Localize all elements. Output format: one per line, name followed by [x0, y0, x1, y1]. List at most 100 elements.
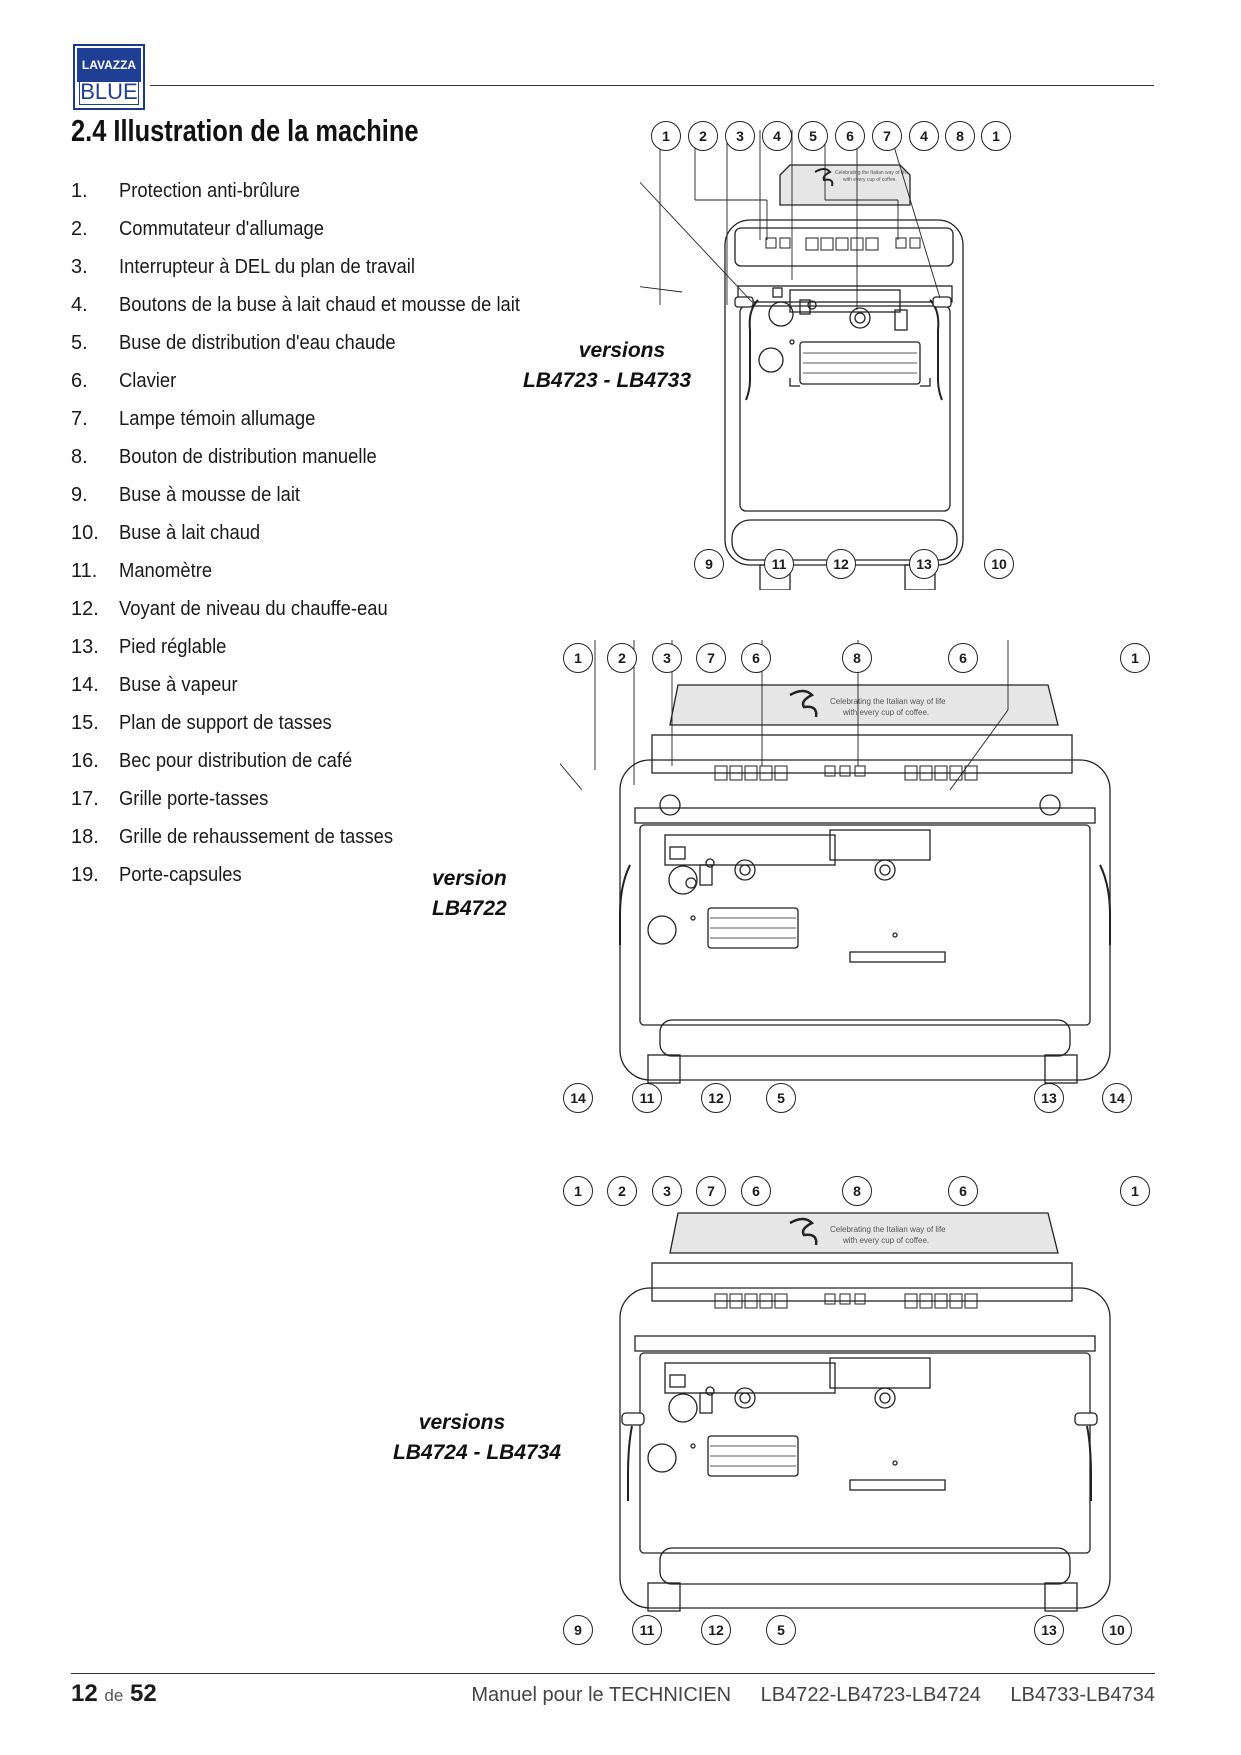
part-number: 3. [71, 255, 88, 278]
part-number: 10. [71, 521, 99, 544]
part-label: Voyant de niveau du chauffe-eau [119, 597, 388, 620]
page-current: 12 [71, 1680, 98, 1707]
version-1-line1: versions [578, 339, 666, 362]
callout-bottom: 10 [984, 549, 1014, 579]
callout-bottom: 5 [766, 1083, 796, 1113]
parts-list-item: 15.Plan de support de tasses [71, 704, 591, 742]
callout-top: 8 [945, 121, 975, 151]
part-number: 11. [71, 559, 98, 582]
callout-top: 1 [651, 121, 681, 151]
callout-top: 7 [696, 643, 726, 673]
page-separator: de [104, 1686, 124, 1705]
callout-top: 2 [607, 643, 637, 673]
callout-top: 7 [696, 1176, 726, 1206]
part-number: 6. [71, 369, 88, 392]
callout-bottom: 13 [909, 549, 939, 579]
lavazza-blue-logo: LAVAZZA BLUE [73, 44, 145, 110]
part-label: Protection anti-brûlure [119, 179, 301, 202]
part-label: Porte-capsules [119, 863, 242, 886]
callout-bottom: 11 [632, 1083, 662, 1113]
logo-brand-bottom: BLUE [79, 79, 139, 105]
version-3-line1: versions [418, 1411, 506, 1434]
page-number: 12 de 52 [71, 1680, 157, 1708]
section-title-text: Illustration de la machine [113, 113, 419, 148]
part-number: 14. [71, 673, 99, 696]
slogan-3a: Celebrating the Italian way of life [830, 1225, 946, 1234]
parts-list-item: 19. Porte-capsules [71, 856, 591, 894]
callout-bottom: 11 [764, 549, 794, 579]
parts-list-item: 7.Lampe témoin allumage [71, 400, 591, 438]
version-label-2: version LB4722 [420, 864, 520, 924]
parts-list-item: 13.Pied réglable [71, 628, 591, 666]
part-number: 1. [71, 179, 88, 202]
footer-rule [71, 1673, 1155, 1674]
part-label: Buse à mousse de lait [119, 483, 301, 506]
callout-top: 6 [948, 1176, 978, 1206]
slogan-3b: with every cup of coffee. [842, 1236, 929, 1245]
slogan-1b: with every cup of coffee. [843, 177, 897, 183]
parts-list-item: 14.Buse à vapeur [71, 666, 591, 704]
callout-bottom: 14 [1102, 1083, 1132, 1113]
callout-top: 5 [798, 121, 828, 151]
part-label: Interrupteur à DEL du plan de travail [119, 255, 415, 278]
parts-list-item: 11.Manomètre [71, 552, 591, 590]
callout-bottom: 14 [563, 1083, 593, 1113]
section-title: 2.4 Illustration de la machine [71, 113, 419, 149]
machine-diagram-lb4724: Celebrating the Italian way of life with… [619, 1212, 1111, 1612]
callout-top: 1 [563, 1176, 593, 1206]
callout-bottom: 12 [701, 1615, 731, 1645]
footer-manual-info: Manuel pour le TECHNICIEN LB4722-LB4723-… [471, 1684, 1155, 1707]
slogan-2b: with every cup of coffee. [842, 708, 929, 717]
callout-bottom: 11 [632, 1615, 662, 1645]
parts-list-item: 8. Bouton de distribution manuelle [71, 438, 591, 476]
callout-bottom: 12 [701, 1083, 731, 1113]
callout-top: 1 [981, 121, 1011, 151]
version-3-line2: LB4724 - LB4734 [392, 1441, 562, 1464]
part-number: 4. [71, 293, 88, 316]
part-label: Clavier [119, 369, 177, 392]
footer-models-1: LB4722-LB4723-LB4724 [760, 1684, 981, 1706]
brand-panel-3 [669, 1212, 1059, 1254]
parts-list-item: 17.Grille porte-tasses [71, 780, 591, 818]
part-number: 18. [71, 825, 99, 848]
slogan-1a: Celebrating the Italian way of life [835, 170, 907, 176]
callout-top: 7 [872, 121, 902, 151]
part-label: Commutateur d'allumage [119, 217, 324, 240]
callout-top: 1 [563, 643, 593, 673]
part-number: 8. [71, 445, 88, 468]
part-number: 16. [71, 749, 99, 772]
part-number: 19. [71, 863, 99, 886]
callout-top: 6 [741, 1176, 771, 1206]
callout-bottom: 10 [1102, 1615, 1132, 1645]
page-total: 52 [129, 1680, 157, 1707]
callout-top: 6 [835, 121, 865, 151]
callout-top: 4 [909, 121, 939, 151]
part-label: Buse à lait chaud [119, 521, 261, 544]
version-2-line1: version [432, 867, 507, 890]
version-1-line2: LB4723 - LB4733 [522, 369, 692, 392]
part-label: Grille de rehaussement de tasses [119, 825, 394, 848]
part-label: Pied réglable [119, 635, 227, 658]
part-label: Boutons de la buse à lait chaud et mouss… [119, 293, 520, 316]
callout-top: 6 [741, 643, 771, 673]
machine-diagram-lb4722: Celebrating the Italian way of life with… [560, 640, 1111, 1084]
part-label: Grille porte-tasses [119, 787, 269, 810]
callout-bottom: 5 [766, 1615, 796, 1645]
parts-list-item: 9.Buse à mousse de lait [71, 476, 591, 514]
callout-top: 8 [842, 1176, 872, 1206]
part-number: 15. [71, 711, 99, 734]
parts-list-item: 18. Grille de rehaussement de tasses [71, 818, 591, 856]
header-rule [150, 85, 1154, 86]
logo-brand-top: LAVAZZA [77, 48, 141, 82]
callout-top: 4 [762, 121, 792, 151]
callout-top: 2 [607, 1176, 637, 1206]
callout-bottom: 9 [694, 549, 724, 579]
part-label: Bouton de distribution manuelle [119, 445, 377, 468]
callout-top: 2 [688, 121, 718, 151]
version-2-line2: LB4722 [432, 897, 507, 920]
part-label: Bec pour distribution de café [119, 749, 353, 772]
machine-diagram-compact: Celebrating the Italian way of life with… [640, 129, 964, 590]
brand-panel-2 [669, 684, 1059, 726]
section-number: 2.4 [71, 113, 107, 148]
parts-list-item: 1. Protection anti-brûlure [71, 172, 591, 210]
